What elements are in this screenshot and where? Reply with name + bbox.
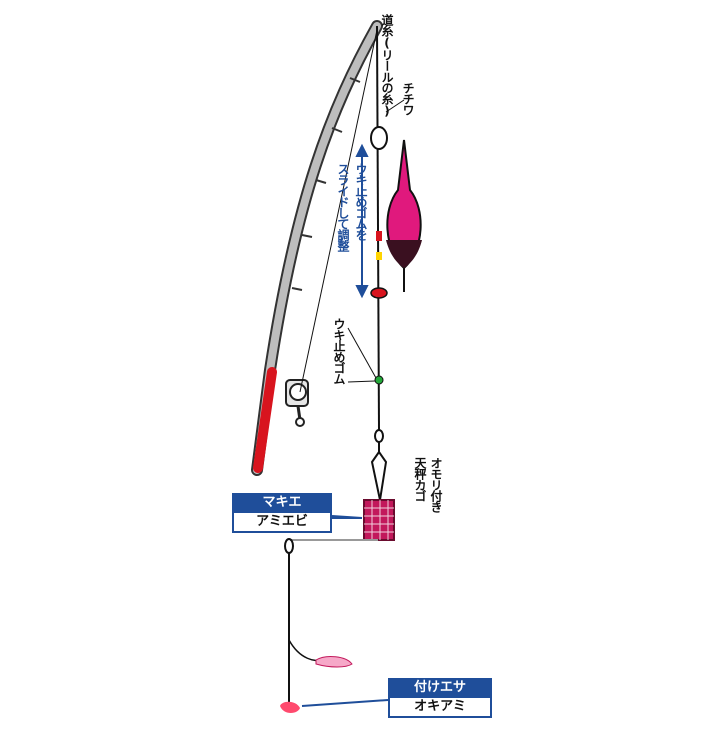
float [386,139,422,292]
float-stopper [370,287,388,299]
hook-leader [284,538,323,705]
shrimp-bait [315,656,353,668]
stopper-bead-yellow [376,252,382,260]
stopper-loop [370,126,388,150]
rod-guides [291,77,361,291]
bait-box-value: オキアミ [388,698,492,718]
stopper-rubber [374,375,384,385]
sinker-basket-label-1: 天秤カゴ [413,457,427,501]
adjust-note-line1: ウキ止めゴムを [354,163,368,240]
chum-box-title: マキエ [232,493,332,513]
bait-box-title: 付けエサ [388,678,492,698]
stopper-bead-red [376,231,382,241]
stopper-loop-label: チチワ [401,82,415,115]
sinker-basket [363,499,395,541]
swivel [370,429,388,501]
reel [285,379,309,427]
main-line [376,25,380,431]
chum-box-value: アミエビ [232,513,332,533]
main-line-label: 道糸(リールの糸) [380,14,394,117]
stopper-rubber-label: ウキ止めゴム [332,318,346,384]
hook-bait [280,701,300,713]
rod-grip [253,367,277,473]
sinker-basket-label-2: オモリ付き [429,457,443,512]
adjust-note-line2: スライドして調整 [336,163,350,251]
adjust-arrow [355,143,369,299]
